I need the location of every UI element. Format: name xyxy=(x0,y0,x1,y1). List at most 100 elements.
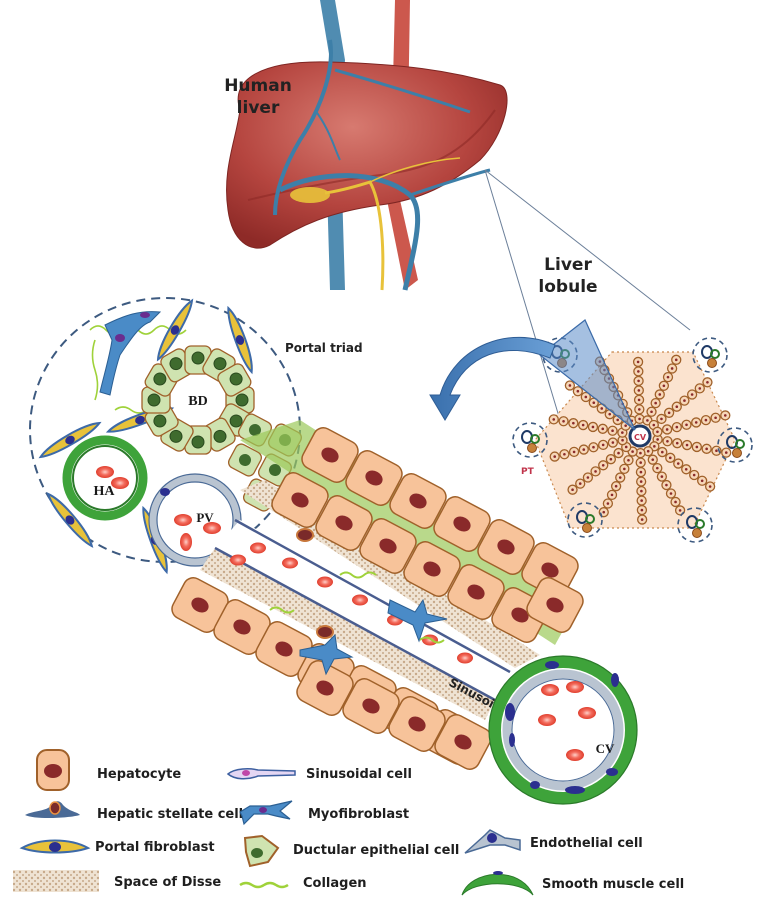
ductular-epithelial-cell xyxy=(228,443,262,477)
liver-lobule-label-2: lobule xyxy=(538,277,597,297)
central-vein-wall xyxy=(489,656,637,804)
hepatocyte xyxy=(213,599,271,655)
hepatocyte xyxy=(301,427,359,483)
legend-icon-hepatic-stellate-cell xyxy=(25,801,80,819)
ductular-epithelial-cell xyxy=(160,348,194,383)
zoom-arrow xyxy=(429,336,556,421)
legend-label-ductular-epithelial-cell: Ductular epithelial cell xyxy=(293,843,459,858)
human-liver-label-2: liver xyxy=(237,98,280,118)
red-blood-cell xyxy=(250,542,266,554)
legend-label-portal-fibroblast: Portal fibroblast xyxy=(95,840,215,855)
nucleus xyxy=(191,597,209,613)
legend-icon-myofibroblast xyxy=(239,800,293,826)
nucleus xyxy=(379,538,397,554)
hepatocyte xyxy=(345,450,403,506)
hepatocyte xyxy=(477,519,535,575)
nucleus xyxy=(408,716,426,732)
nucleus xyxy=(65,515,75,525)
nucleus xyxy=(235,335,245,345)
nucleus xyxy=(316,680,334,696)
nucleus xyxy=(362,698,380,714)
nucleus xyxy=(65,435,75,445)
portal-fibroblast xyxy=(156,298,194,362)
legend-label-smooth-muscle-cell: Smooth muscle cell xyxy=(542,877,684,892)
red-blood-cell xyxy=(180,533,192,551)
hepatocyte xyxy=(315,495,373,551)
hepatic-stellate-cell xyxy=(296,528,314,542)
nucleus xyxy=(423,561,441,577)
legend-icon-collagen xyxy=(239,881,289,889)
legend-icon-ductular-epithelial-cell xyxy=(243,834,280,868)
red-blood-cell xyxy=(317,576,333,588)
legend-icon-hepatocyte xyxy=(36,749,70,791)
red-blood-cell xyxy=(203,522,221,534)
portal-fibroblast xyxy=(46,492,94,548)
myofibroblast xyxy=(99,311,162,396)
lobule-portal-triad xyxy=(512,422,548,458)
nucleus xyxy=(546,597,564,613)
nucleus xyxy=(321,447,339,463)
hepatocyte xyxy=(171,577,229,633)
nucleus xyxy=(169,429,183,443)
space-of-disse xyxy=(240,480,540,668)
red-blood-cell xyxy=(541,684,559,696)
nucleus xyxy=(213,429,227,443)
human-liver-illustration xyxy=(226,0,691,421)
legend: Hepatocyte Hepatic stellate cell Portal … xyxy=(13,749,684,896)
red-blood-cell xyxy=(96,466,114,478)
lobule-central-vein xyxy=(628,424,652,448)
nucleus xyxy=(541,562,559,578)
human-liver-label: Human xyxy=(224,76,292,96)
legend-icon-endothelial-cell xyxy=(464,829,521,854)
nucleus xyxy=(454,734,472,750)
red-blood-cell xyxy=(230,554,246,566)
nucleus xyxy=(365,470,383,486)
nucleus xyxy=(497,539,515,555)
legend-label-space-of-disse: Space of Disse xyxy=(114,875,221,890)
space-of-disse xyxy=(200,548,495,720)
collagen-fiber xyxy=(91,339,99,401)
hepatocyte xyxy=(403,541,461,597)
nucleus xyxy=(191,435,205,449)
nucleus xyxy=(169,357,183,371)
hepatic-artery-wall xyxy=(62,435,148,521)
legend-label-sinusoidal-cell: Sinusoidal cell xyxy=(306,767,412,782)
hepatocyte-cords xyxy=(548,354,732,525)
legend-icon-sinusoidal-cell xyxy=(226,768,296,780)
hepatocyte xyxy=(388,696,446,752)
lobule-portal-triad xyxy=(692,337,728,373)
liver-body xyxy=(226,61,508,249)
red-blood-cell xyxy=(282,557,298,569)
nucleus xyxy=(269,464,281,476)
red-blood-cell xyxy=(174,514,192,526)
liver-lobule-label: Liver xyxy=(544,255,592,275)
nucleus xyxy=(153,372,167,386)
nucleus xyxy=(239,454,251,466)
hepatocyte xyxy=(447,564,505,620)
nucleus xyxy=(467,584,485,600)
nucleus xyxy=(147,393,161,407)
myofibroblast xyxy=(387,598,448,643)
nucleus xyxy=(170,325,180,335)
nucleus xyxy=(453,516,471,532)
legend-icon-portal-fibroblast xyxy=(19,839,91,854)
liver-lobule: CV PT xyxy=(429,319,753,543)
hepatic-stellate-cell xyxy=(316,625,334,639)
lobule-cv-label: CV xyxy=(634,433,647,442)
hepatocyte xyxy=(271,472,329,528)
legend-label-hepatic-stellate-cell: Hepatic stellate cell xyxy=(97,807,243,822)
red-blood-cell xyxy=(578,707,596,719)
nucleus xyxy=(511,607,529,623)
red-blood-cell xyxy=(111,477,129,489)
hepatic-plate xyxy=(171,420,584,770)
legend-label-collagen: Collagen xyxy=(303,876,367,891)
nucleus xyxy=(409,493,427,509)
legend-icon-smooth-muscle-cell xyxy=(461,871,534,896)
lobule-portal-triad xyxy=(567,502,603,538)
portal-fibroblast xyxy=(38,421,102,459)
hepatocyte xyxy=(433,496,491,552)
nucleus xyxy=(291,492,309,508)
magnified-wedge xyxy=(539,319,636,431)
nucleus xyxy=(229,414,243,428)
portal-triad-label: Portal triad xyxy=(285,341,363,355)
